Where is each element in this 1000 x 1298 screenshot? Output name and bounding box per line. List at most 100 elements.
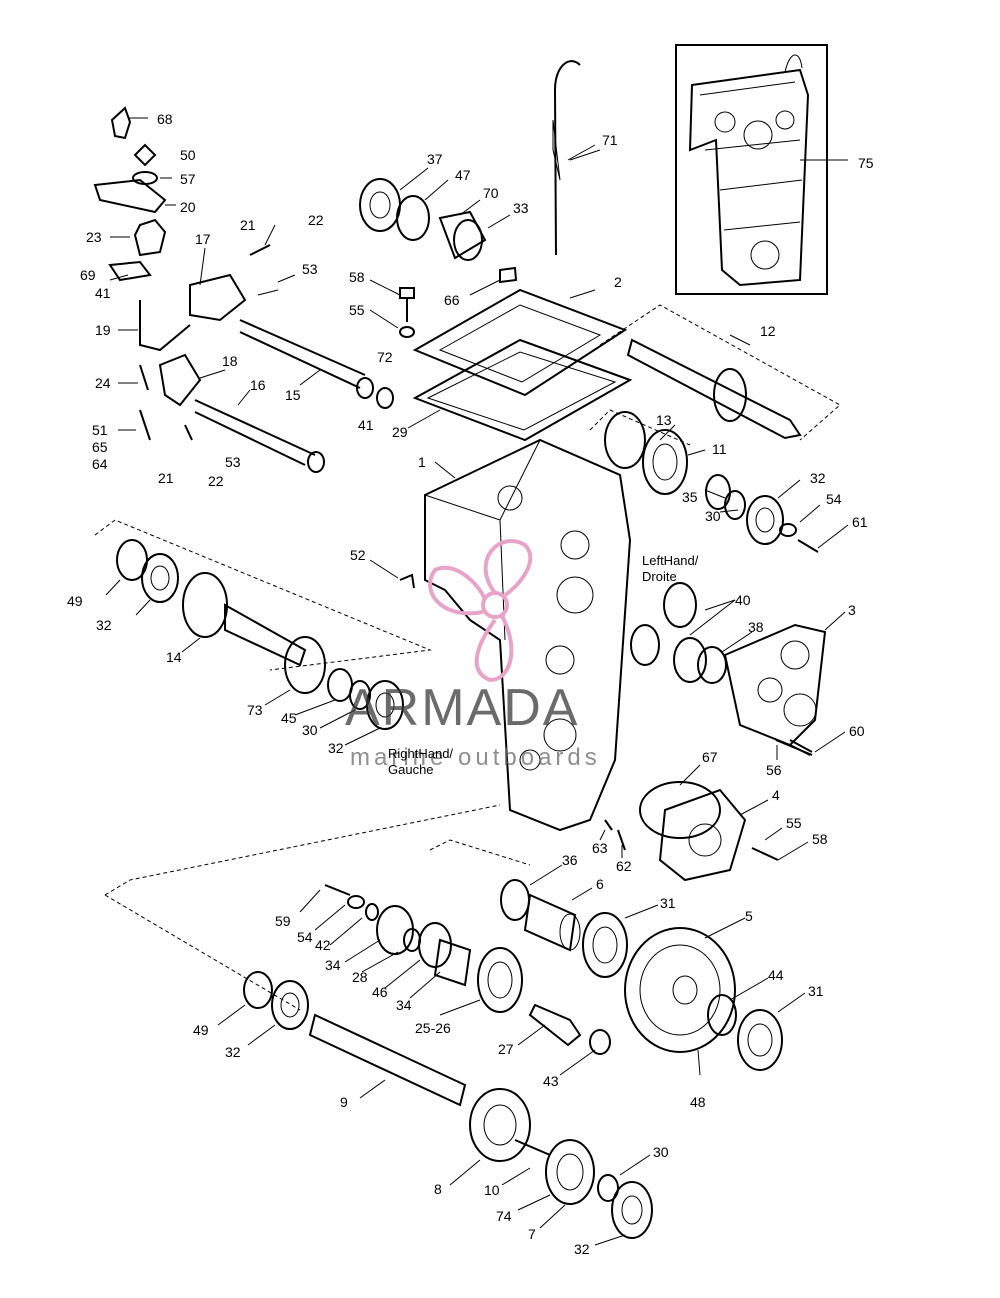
part-label-21b: 21 bbox=[158, 470, 174, 486]
part-label-3: 3 bbox=[848, 602, 856, 618]
part-label-72: 72 bbox=[377, 349, 393, 365]
part-label-69: 69 bbox=[80, 267, 96, 283]
part-label-28: 28 bbox=[352, 969, 368, 985]
part-label-63: 63 bbox=[592, 840, 608, 856]
watermark: ARMADA marine outboards bbox=[345, 539, 601, 771]
part-label-41b: 41 bbox=[358, 417, 374, 433]
dipstick bbox=[552, 60, 596, 256]
part-label-66: 66 bbox=[444, 292, 460, 308]
part-label-19: 19 bbox=[95, 322, 111, 338]
part-label-2: 2 bbox=[614, 274, 622, 290]
part-label-53a: 53 bbox=[302, 261, 318, 277]
right-hand-gears bbox=[284, 636, 404, 730]
part-label-11: 11 bbox=[712, 441, 727, 457]
watermark-tagline: marine outboards bbox=[350, 744, 601, 771]
part-label-32a: 32 bbox=[810, 470, 826, 486]
watermark-brand: ARMADA bbox=[345, 679, 579, 737]
part-label-22a: 22 bbox=[308, 212, 324, 228]
part-label-10: 10 bbox=[484, 1182, 500, 1198]
shift-linkage bbox=[93, 106, 394, 473]
part-labels: 68 50 57 20 23 69 41 19 24 51 65 64 17 2… bbox=[67, 111, 874, 1257]
part-label-58b: 58 bbox=[812, 831, 828, 847]
right-hand-fr-label: Gauche bbox=[388, 762, 434, 777]
part-label-38: 38 bbox=[748, 619, 764, 635]
part-label-16: 16 bbox=[250, 377, 266, 393]
bottom-cover bbox=[604, 781, 779, 882]
part-label-8: 8 bbox=[434, 1181, 442, 1197]
watermark-petal bbox=[474, 615, 514, 683]
part-label-74: 74 bbox=[496, 1208, 512, 1224]
part-label-55b: 55 bbox=[786, 815, 802, 831]
part-label-23: 23 bbox=[86, 229, 102, 245]
part-label-70: 70 bbox=[483, 185, 499, 201]
part-label-30a: 30 bbox=[705, 508, 721, 524]
part-label-54b: 54 bbox=[297, 929, 313, 945]
part-label-34a: 34 bbox=[325, 957, 341, 973]
part-label-29: 29 bbox=[392, 424, 408, 440]
part-label-14: 14 bbox=[166, 649, 182, 665]
part-label-6: 6 bbox=[596, 876, 604, 892]
part-label-67: 67 bbox=[702, 749, 718, 765]
left-shaft-14 bbox=[94, 519, 432, 671]
part-label-48: 48 bbox=[690, 1094, 706, 1110]
part-label-51: 51 bbox=[92, 422, 108, 438]
part-label-5: 5 bbox=[745, 908, 753, 924]
part-label-68: 68 bbox=[157, 111, 173, 127]
part-label-31b: 31 bbox=[808, 983, 824, 999]
part-label-22b: 22 bbox=[208, 473, 224, 489]
part-label-44: 44 bbox=[768, 967, 784, 983]
part-label-7: 7 bbox=[528, 1226, 536, 1242]
lower-bushing bbox=[429, 839, 581, 952]
lower-cluster bbox=[324, 884, 523, 1013]
upper-right-gears bbox=[589, 409, 819, 553]
part-label-61: 61 bbox=[852, 514, 868, 530]
part-label-20: 20 bbox=[180, 199, 196, 215]
top-cover bbox=[412, 288, 633, 442]
part-label-18: 18 bbox=[222, 353, 238, 369]
part-label-32e: 32 bbox=[574, 1241, 590, 1257]
watermark-petal bbox=[483, 539, 533, 597]
part-label-9: 9 bbox=[340, 1094, 348, 1110]
upper-bearings bbox=[359, 178, 518, 284]
part-label-4: 4 bbox=[772, 787, 780, 803]
part-label-37: 37 bbox=[427, 151, 443, 167]
part-label-59: 59 bbox=[275, 913, 291, 929]
lower-shaft-9 bbox=[104, 804, 501, 1107]
left-hand-fr-label: Droite bbox=[642, 569, 677, 584]
part-label-34b: 34 bbox=[396, 997, 412, 1013]
part-label-71: 71 bbox=[602, 132, 618, 148]
part-label-62: 62 bbox=[616, 858, 632, 874]
part-label-52: 52 bbox=[350, 547, 366, 563]
part-label-55a: 55 bbox=[349, 302, 365, 318]
part-label-73: 73 bbox=[247, 702, 263, 718]
part-label-25-26: 25-26 bbox=[415, 1020, 451, 1036]
part-label-27: 27 bbox=[498, 1041, 514, 1057]
part-label-21a: 21 bbox=[240, 217, 256, 233]
part-label-15: 15 bbox=[285, 387, 301, 403]
part-label-42: 42 bbox=[315, 937, 331, 953]
part-label-64: 64 bbox=[92, 456, 108, 472]
part-label-46: 46 bbox=[372, 984, 388, 1000]
part-label-30b: 30 bbox=[302, 722, 318, 738]
part-label-50: 50 bbox=[180, 147, 196, 163]
part-label-1: 1 bbox=[418, 454, 426, 470]
part-label-31a: 31 bbox=[660, 895, 676, 911]
lower-right-gears bbox=[528, 912, 783, 1076]
part-label-57: 57 bbox=[180, 171, 196, 187]
part-label-49a: 49 bbox=[67, 593, 83, 609]
part-label-43: 43 bbox=[543, 1073, 559, 1089]
part-label-12: 12 bbox=[760, 323, 776, 339]
part-label-53b: 53 bbox=[225, 454, 241, 470]
lefthand-seals bbox=[630, 582, 827, 756]
part-label-32d: 32 bbox=[225, 1044, 241, 1060]
part-label-75: 75 bbox=[858, 155, 874, 171]
part-label-36: 36 bbox=[562, 852, 578, 868]
right-hand-label: RightHand/ bbox=[388, 746, 453, 761]
misc-fasteners bbox=[399, 573, 813, 756]
part-label-17: 17 bbox=[195, 231, 211, 247]
part-label-49b: 49 bbox=[193, 1022, 209, 1038]
part-label-60: 60 bbox=[849, 723, 865, 739]
part-label-13: 13 bbox=[656, 412, 672, 428]
part-label-32c: 32 bbox=[328, 740, 344, 756]
part-label-32b: 32 bbox=[96, 617, 112, 633]
